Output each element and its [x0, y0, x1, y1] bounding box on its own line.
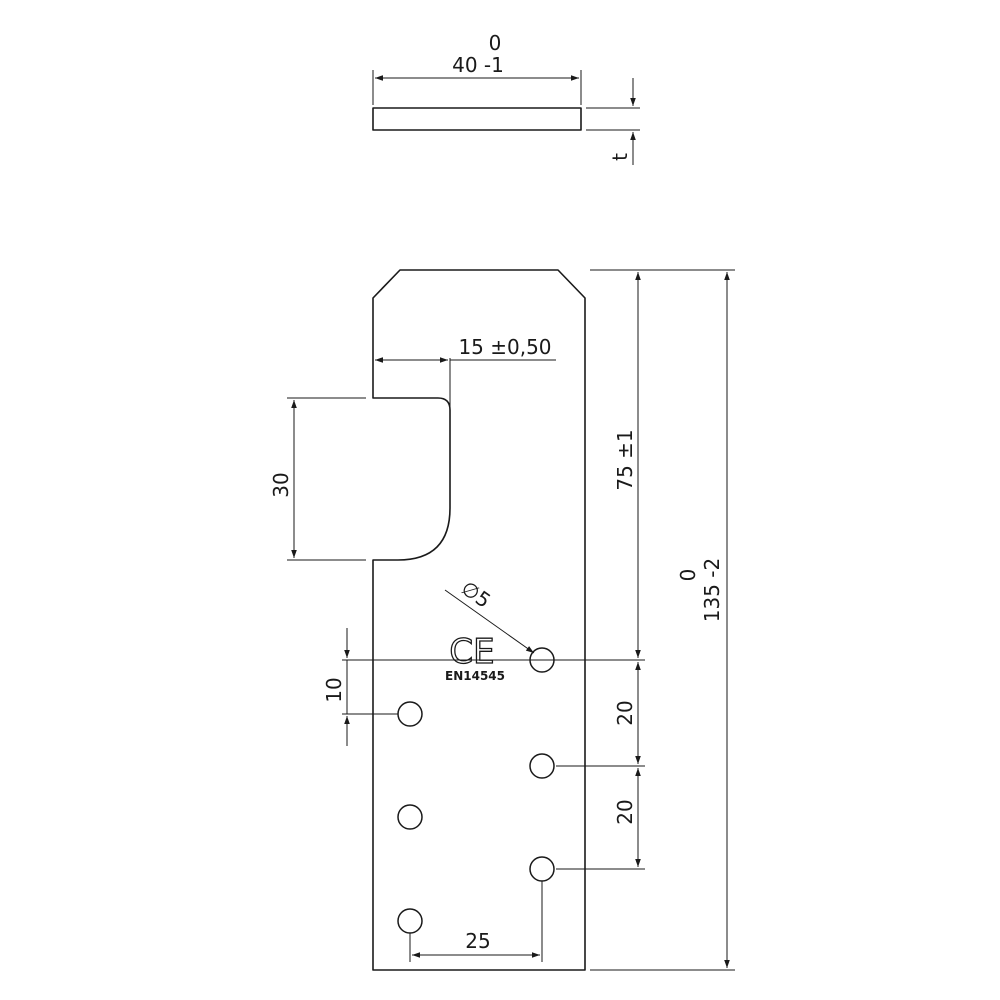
plate-side-profile	[372, 107, 582, 131]
pitch-b-label: 20	[613, 799, 637, 824]
hole-left-2	[397, 804, 423, 830]
total-length-value-label: 135 -2	[700, 558, 724, 622]
standard-label: EN14545	[445, 669, 505, 683]
front-view: CE EN14545 15 ±0,50 30 75 ±1 0 135 -2 ∅5	[269, 269, 735, 971]
hole-right-3	[529, 856, 555, 882]
total-length-tolerance-label: 0	[676, 569, 700, 582]
upper-length-label: 75 ±1	[613, 429, 637, 490]
slot-offset-label: 15 ±0,50	[458, 335, 551, 359]
pitch-a-label: 20	[613, 700, 637, 725]
ce-mark: CE	[449, 632, 494, 672]
hole-right-2	[529, 753, 555, 779]
side-view: 0 40 -1 t	[372, 31, 640, 165]
hole-offset-label: 10	[322, 677, 346, 702]
hole-spacing-label: 25	[465, 929, 490, 953]
hole-left-3	[397, 908, 423, 934]
thickness-label: t	[608, 153, 632, 161]
width-tolerance-label: 0	[489, 31, 502, 55]
hole-left-1	[397, 701, 423, 727]
slot-height-label: 30	[269, 472, 293, 497]
width-value-label: 40 -1	[452, 53, 504, 77]
hole-diameter-leader	[444, 589, 535, 654]
plate-outline	[372, 269, 586, 971]
